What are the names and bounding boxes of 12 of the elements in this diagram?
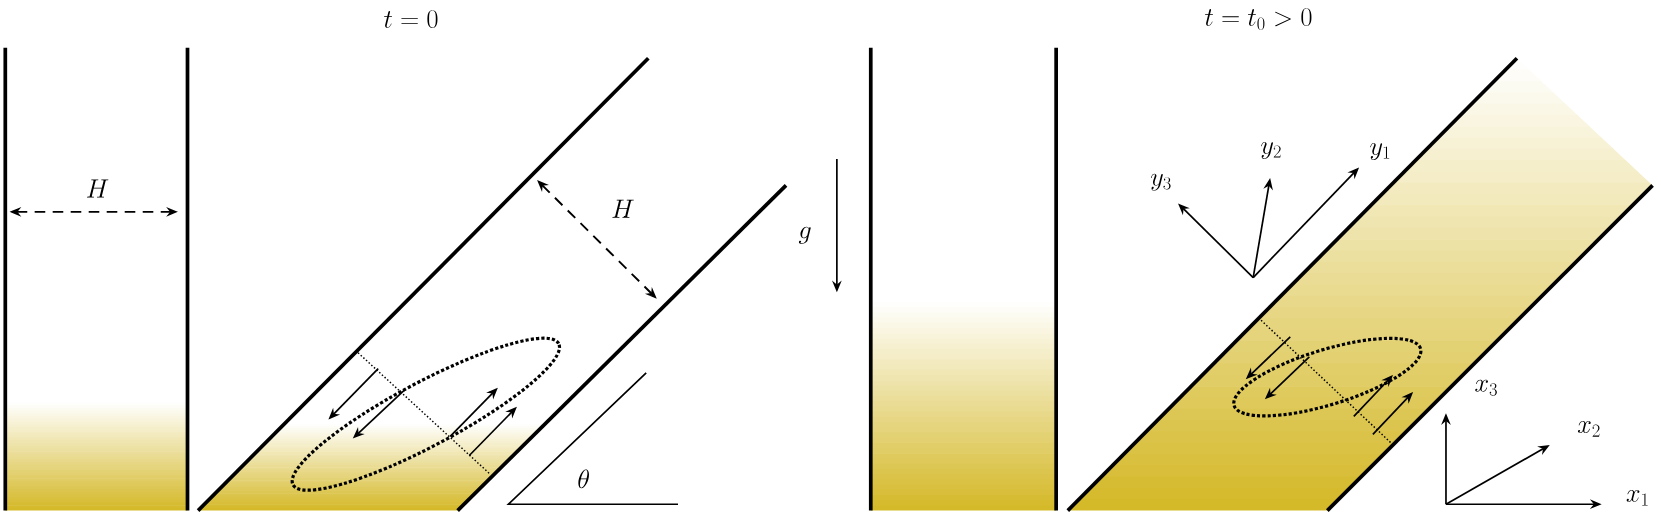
axis-label: $x_1$ (1626, 489, 1648, 506)
axis-label: $x_3$ (1475, 379, 1497, 396)
gravity-label: $g$ (798, 226, 811, 244)
time-label: $t = t_0 > 0$ (1205, 8, 1312, 30)
axis-label: $y_1$ (1370, 142, 1390, 160)
angle-label: $\theta$ (578, 469, 589, 489)
axis-label: $x_2$ (1577, 421, 1600, 437)
axis-label: $y_2$ (1261, 141, 1281, 159)
dimension-label: $H$ (612, 199, 634, 218)
axis-label: $y_3$ (1151, 173, 1171, 191)
dimension-label: $H$ (86, 179, 109, 198)
time-label: $t = 0$ (384, 10, 438, 28)
